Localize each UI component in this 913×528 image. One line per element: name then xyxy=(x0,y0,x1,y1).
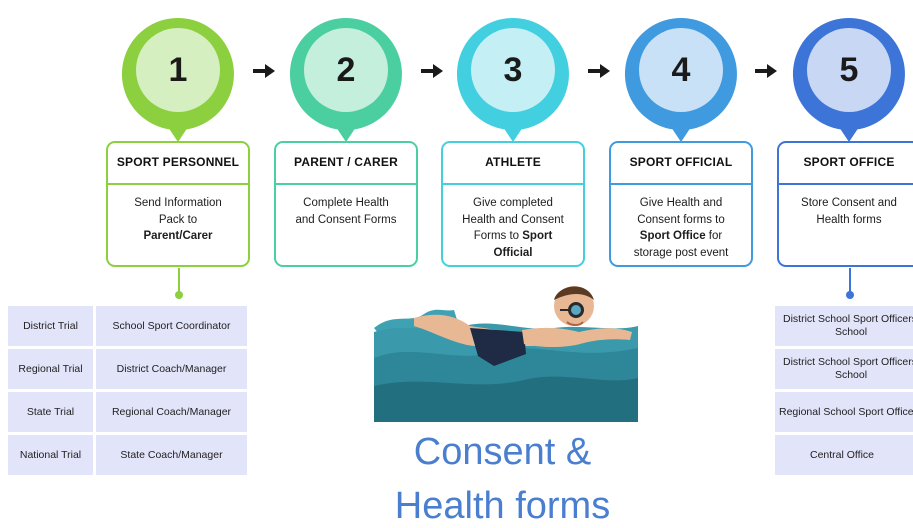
map-pin-icon: 2 xyxy=(284,14,408,142)
step-title: SPORT OFFICIAL xyxy=(629,155,733,169)
step-number: 1 xyxy=(168,50,188,89)
arrow-right-icon xyxy=(421,64,443,78)
card-divider xyxy=(443,183,583,185)
trial-level: Regional Trial xyxy=(8,349,93,389)
office-cell: Central Office xyxy=(775,435,913,475)
connector-line xyxy=(178,268,180,294)
office-table: District School Sport Officers' School D… xyxy=(775,306,913,476)
office-cell: Regional School Sport Office xyxy=(775,392,913,432)
office-cell: District School Sport Officers' School xyxy=(775,349,913,389)
connector-line xyxy=(849,268,851,294)
card-divider xyxy=(611,183,751,185)
trial-level: National Trial xyxy=(8,435,93,475)
step-title: SPORT PERSONNEL xyxy=(116,155,240,169)
step-number: 2 xyxy=(336,50,356,89)
caption-line-1: Consent & xyxy=(413,431,592,473)
card-divider xyxy=(276,183,416,185)
connector-dot xyxy=(846,291,854,299)
step-number: 3 xyxy=(503,50,523,89)
trial-contact: School Sport Coordinator xyxy=(96,306,247,346)
map-pin-icon: 4 xyxy=(619,14,743,142)
trial-level: State Trial xyxy=(8,392,93,432)
trial-contact: Regional Coach/Manager xyxy=(96,392,247,432)
step-title: PARENT / CARER xyxy=(294,155,398,169)
step-number: 4 xyxy=(671,50,691,89)
map-pin-icon: 1 xyxy=(116,14,240,142)
arrow-right-icon xyxy=(755,64,777,78)
trial-contact: District Coach/Manager xyxy=(96,349,247,389)
arrow-right-icon xyxy=(253,64,275,78)
trial-contact: State Coach/Manager xyxy=(96,435,247,475)
step-number: 5 xyxy=(839,50,859,89)
step-title: SPORT OFFICE xyxy=(803,155,895,169)
card-divider xyxy=(779,183,913,185)
connector-dot xyxy=(175,291,183,299)
trial-level: District Trial xyxy=(8,306,93,346)
arrow-right-icon xyxy=(588,64,610,78)
map-pin-icon: 3 xyxy=(451,14,575,142)
step-title: ATHLETE xyxy=(485,155,541,169)
office-cell: District School Sport Officers' School xyxy=(775,306,913,346)
swimmer-illustration xyxy=(374,286,638,422)
map-pin-icon: 5 xyxy=(787,14,911,142)
card-divider xyxy=(108,183,248,185)
caption-line-2: Health forms xyxy=(394,485,611,527)
